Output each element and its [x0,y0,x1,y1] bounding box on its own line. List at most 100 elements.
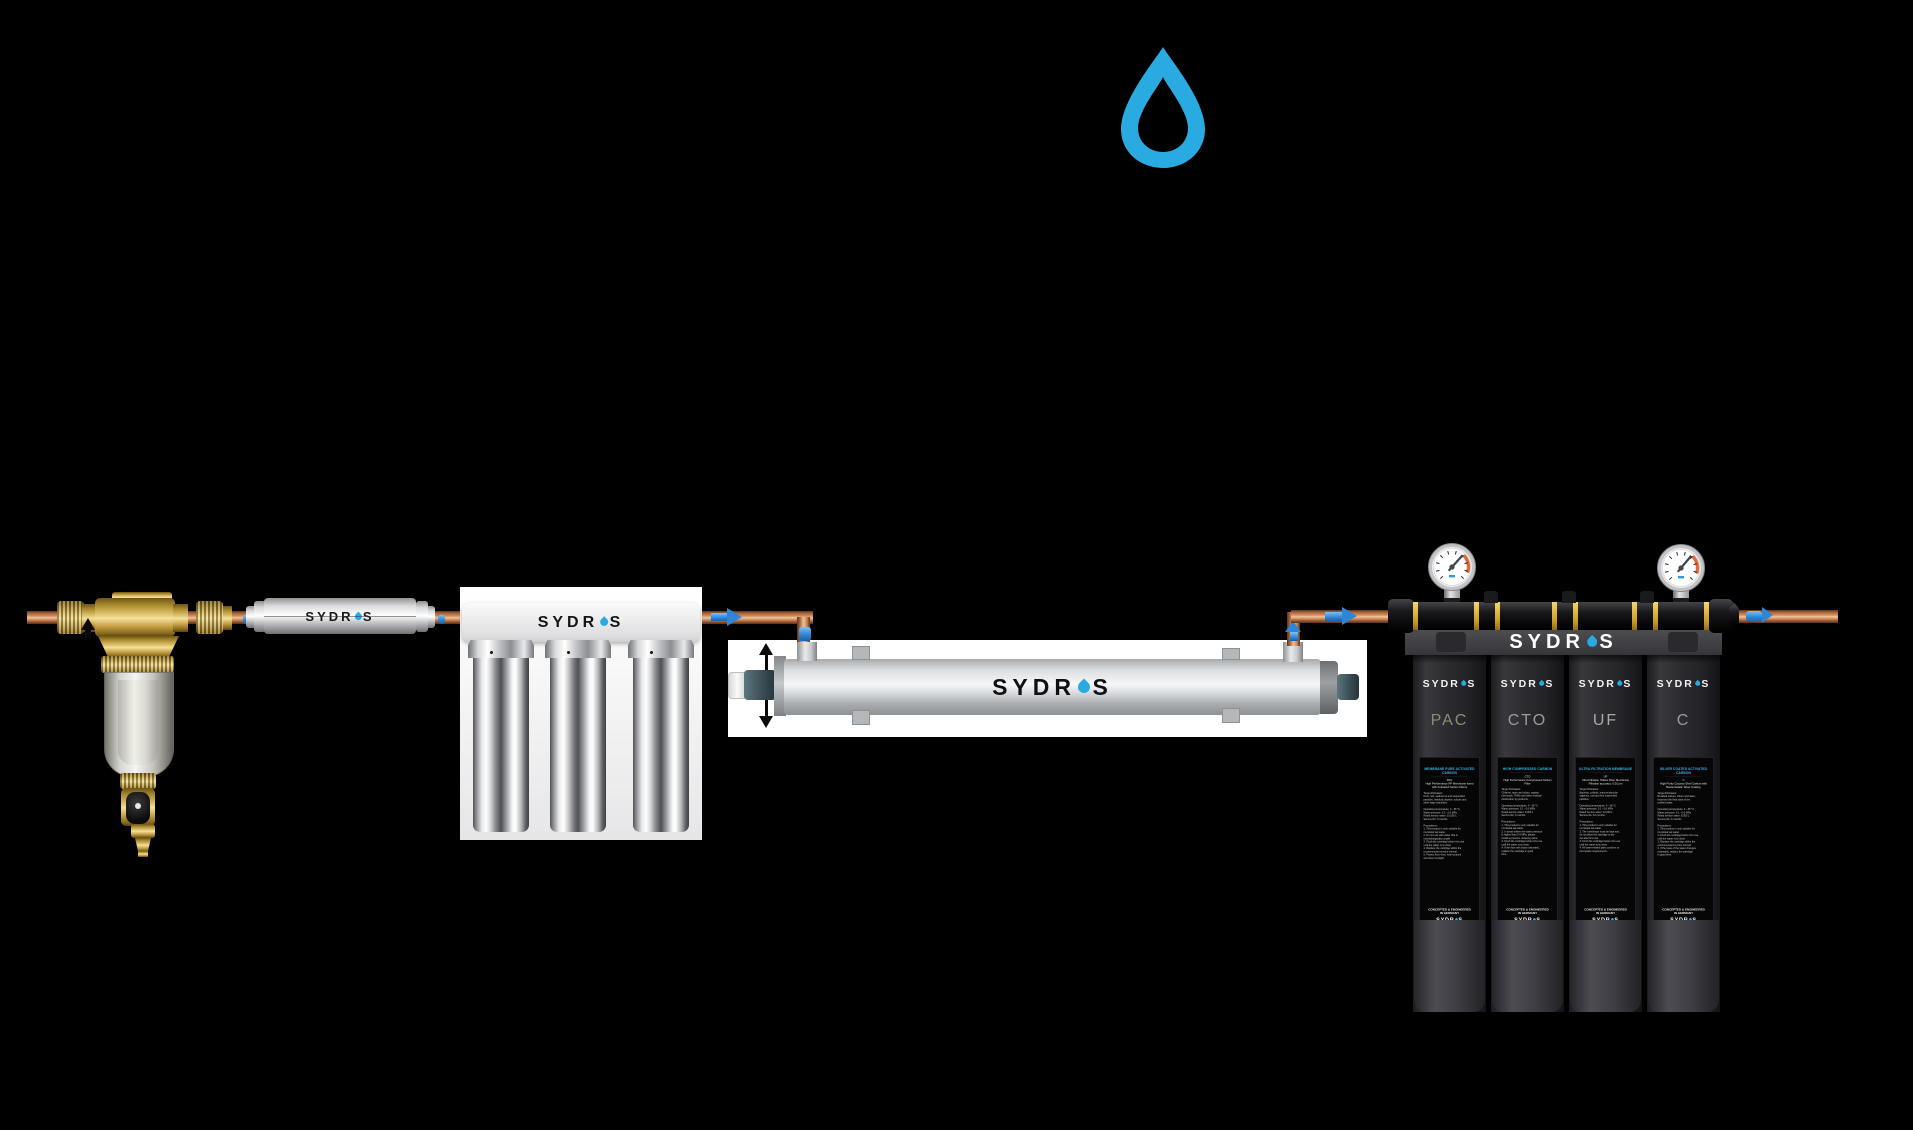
dimension-arrow-top [759,643,773,655]
flow-arrow-right [1325,612,1342,621]
cartridge-label-panel: HIGH COMPRESSED CARBON CTO High Performa… [1497,757,1558,921]
manifold-yellow-band [1495,602,1500,630]
prefilter-spigot-base [131,824,155,838]
manifold-yellow-band [1573,602,1578,630]
manifold-right-step [1729,605,1739,627]
label-heading: SILVER COATED ACTIVATED CARBON [1659,767,1708,775]
dimension-arrow-bottom [759,716,773,728]
uv-left-endcap [744,670,776,700]
cap-screw [567,651,570,654]
prefilter-dome [98,636,179,658]
manifold-yellow-band [1552,602,1557,630]
uv-bracket [852,710,870,725]
gauge-stem-ring [1444,598,1460,603]
bank-connector [1436,632,1466,652]
manifold-bar [1392,602,1737,630]
pressure-gauge [1428,543,1476,591]
label-footer: CONCEPTED & ENGINEERED IN GERMANY [1584,907,1627,915]
cartridge-top-shadow [1413,655,1486,663]
uv-right-fitting [1337,674,1359,700]
drop-o-icon [1584,635,1600,650]
cartridge-label-panel: SILVER COATED ACTIVATED CARBON C High Pu… [1653,757,1714,921]
flow-arrow-right-head [727,608,742,626]
uv-tube-flare [774,656,786,716]
label-heading: ULTRA FILTRATION MEMBRANE [1579,767,1632,771]
label-footer: CONCEPTED & ENGINEERED IN GERMANY [1506,907,1549,915]
manifold-stub [1640,591,1654,603]
uv-bracket [1222,648,1240,660]
uv-inlet-port [797,642,817,661]
blue-fitting [799,627,811,641]
manifold-stub [1562,591,1576,603]
inline-filter-right-cap [416,601,428,632]
cartridge-top-shadow [1647,655,1720,663]
flow-arrow-right [711,613,727,621]
cartridge-bottom [1492,920,1563,1012]
prefilter-left-nut [57,601,84,634]
drop-o-icon [1075,678,1093,696]
prefilter-cartridge [118,680,158,765]
cartridge-code: UF [1592,712,1619,729]
cartridge-bottom [1414,920,1485,1012]
label-fineprint: Target Pollutants:Bacteria, colloids, ma… [1579,788,1621,853]
triple-cylinder-cap [468,640,534,658]
cartridge-bottom [1570,920,1641,1012]
label-heading: MEMBRANE PURE ACTIVATED CARBON [1424,767,1475,775]
label-subtitle: CTO High Performance Compressed Carbon F… [1503,775,1552,785]
water-drop-icon [1121,47,1205,168]
triple-cylinder [473,658,529,832]
cap-screw [650,651,653,654]
manifold-yellow-band [1704,602,1709,630]
label-fineprint: Target Pollutants:Residual odours, colou… [1657,791,1699,857]
prefilter-bowl-nut [120,773,156,789]
label-fineprint: Target Pollutants:Chlorine, taste and od… [1501,788,1543,856]
prefilter-spigot [135,838,151,852]
drop-o-icon [598,616,610,629]
triple-cylinder [550,658,606,832]
uv-bracket [1222,708,1240,723]
cartridge-code: CTO [1507,712,1548,729]
drop-o-icon [1459,680,1468,688]
prefilter-hex-ring [101,656,174,673]
pressure-gauge [1657,544,1705,592]
prefilter-right-nut [196,601,223,634]
manifold-yellow-band [1632,602,1637,630]
triple-cylinder-cap [628,640,694,658]
inline-filter-left-ring [246,606,254,628]
drop-o-icon [1615,680,1624,688]
prefilter-right-collar [173,604,188,632]
cap-screw [490,651,493,654]
triple-cylinder-cap [545,640,611,658]
flow-arrow-up-head [1285,621,1301,632]
manifold-yellow-band [1653,602,1658,630]
flow-up-arrow-stem [85,630,91,638]
inline-filter-right-ring [428,606,435,628]
manifold-left-cap [1388,599,1414,633]
cartridge-top-shadow [1491,655,1564,663]
label-fineprint: Target Pollutants:Dust, rust, sediments … [1423,791,1467,860]
uv-outlet-port [1283,642,1303,662]
uv-right-endcap [1320,661,1338,714]
flow-up-arrow-icon [81,618,95,630]
manifold-yellow-band [1413,602,1418,630]
blue-fitting [438,615,445,624]
cartridge-top-shadow [1569,655,1642,663]
uv-bracket [852,646,870,660]
